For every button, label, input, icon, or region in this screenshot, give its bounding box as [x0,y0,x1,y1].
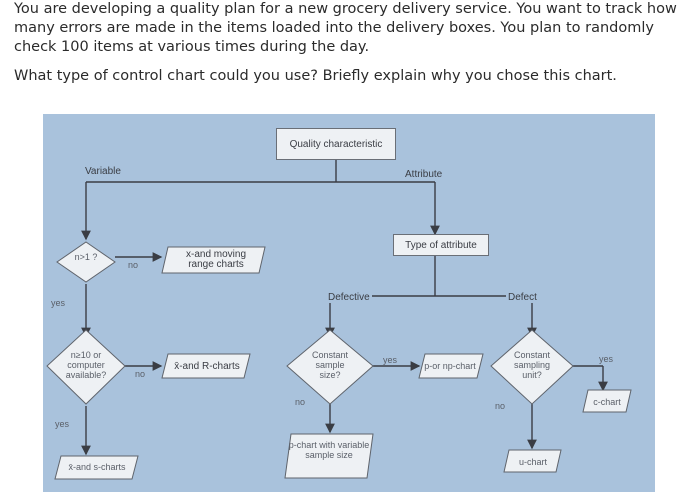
u-chart-text: u-chart [518,457,547,467]
attribute-label: Attribute [405,169,443,180]
no-label-1: no [128,260,139,270]
xbar-s-charts-text: x̄-and s-charts [68,462,126,472]
decision-n-ge-10 [46,329,126,405]
p-chart-variable-text: p-chart with variable sample size [288,440,370,460]
question-text: You are developing a quality plan for a … [14,0,694,86]
n-ge-10-text: n≥10 or computer available? [65,350,107,380]
decision-constant-sampling-unit [490,329,574,405]
output-u-chart [503,449,562,473]
yes-label-4: yes [599,354,614,364]
defective-label: Defective [326,292,372,303]
control-chart-flowchart: Quality characteristic Variable Attribut… [43,114,655,492]
no-label-2: no [135,369,146,379]
output-p-np [418,353,484,379]
decision-n-gt-1 [56,241,116,283]
no-label-4: no [495,401,506,411]
output-xbar-r [161,353,251,379]
flowchart-lines [46,159,632,480]
output-c-chart [582,389,632,413]
type-of-attribute-box: Type of attribute [393,234,489,256]
n-gt-1-text: n>1 ? [74,252,98,262]
yes-label-1: yes [51,298,66,308]
defect-label: Defect [506,292,539,303]
yes-label-2: yes [55,419,70,429]
constant-sample-size-text: Constant sample size? [311,350,349,380]
output-xbar-s [54,455,139,480]
p-or-np-chart-text: p-or np-chart [424,361,476,371]
x-moving-range-text: x-and moving range charts [185,249,247,270]
question-paragraph-2: What type of control chart could you use… [14,68,617,84]
variable-label: Variable [85,166,121,177]
yes-label-3: yes [383,355,398,365]
c-chart-text: c-chart [593,397,621,407]
no-label-3: no [295,397,306,407]
xbar-r-charts-text: x̄-and R-charts [174,361,240,372]
output-p-variable [284,433,374,479]
output-moving-range [161,246,266,274]
decision-constant-sample-size [286,329,374,405]
quality-characteristic-box: Quality characteristic [276,128,396,160]
constant-sampling-unit-text: Constant sampling unit? [513,350,551,380]
question-paragraph-1: You are developing a quality plan for a … [14,1,677,55]
